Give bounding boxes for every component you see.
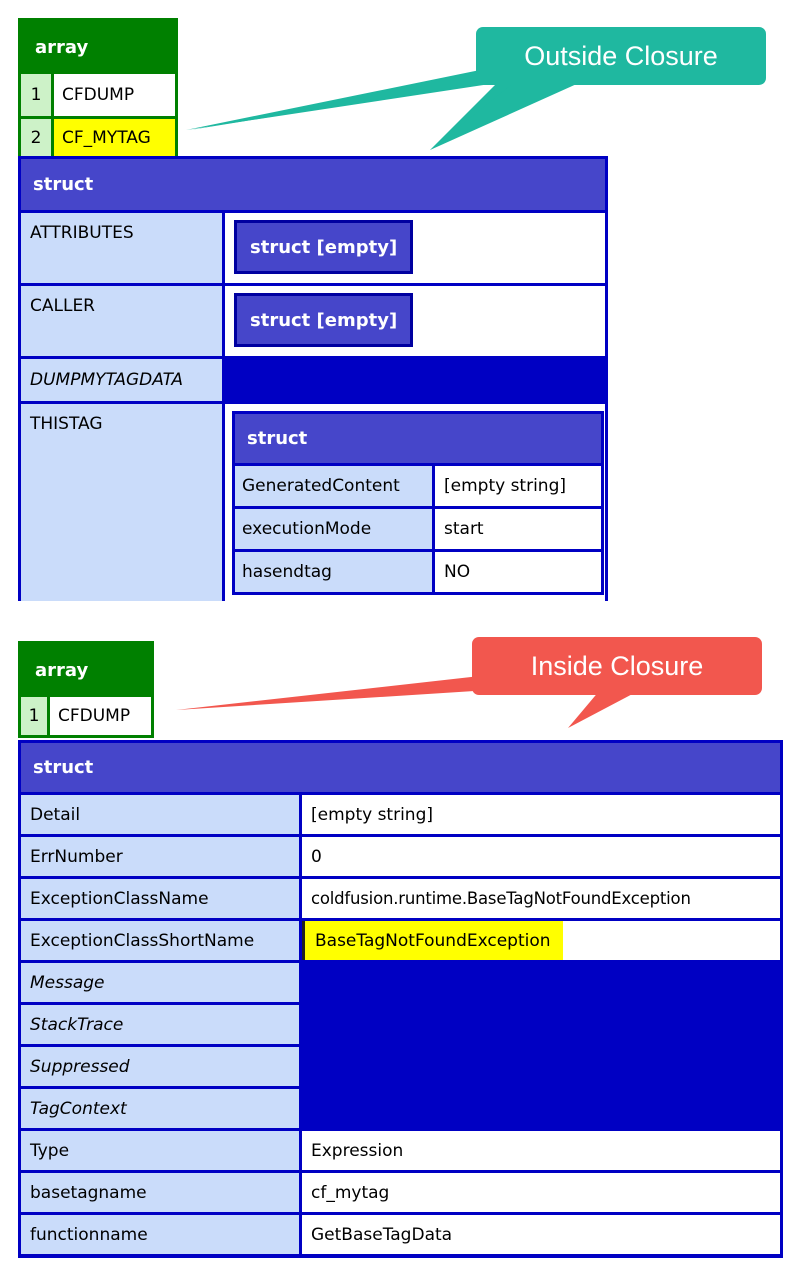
struct-value-undefined — [302, 1047, 780, 1086]
struct-value: 0 — [302, 837, 780, 876]
struct-value-undefined — [302, 963, 780, 1002]
array-index: 2 — [21, 119, 54, 157]
inside-closure-callout: Inside Closure — [472, 637, 762, 695]
struct-row: TagContext — [21, 1086, 780, 1128]
outside-struct-dump: struct ATTRIBUTES struct [empty] CALLER … — [18, 156, 608, 601]
struct-row: executionMode start — [235, 506, 601, 549]
struct-row-thistag: THISTAG struct GeneratedContent [empty s… — [21, 401, 605, 601]
struct-row: Suppressed — [21, 1044, 780, 1086]
struct-value-undefined — [225, 359, 605, 401]
inside-struct-dump: struct Detail [empty string] ErrNumber 0… — [18, 740, 783, 1258]
outside-closure-label: Outside Closure — [524, 40, 718, 71]
struct-row: StackTrace — [21, 1002, 780, 1044]
highlighted-value: BaseTagNotFoundException — [302, 921, 563, 960]
struct-value: [empty string] — [435, 466, 601, 506]
struct-row: ExceptionClassName coldfusion.runtime.Ba… — [21, 876, 780, 918]
struct-row: hasendtag NO — [235, 549, 601, 592]
array-index: 1 — [21, 697, 50, 735]
struct-value: BaseTagNotFoundException — [302, 921, 780, 960]
struct-value: GetBaseTagData — [302, 1215, 780, 1254]
struct-key: ErrNumber — [21, 837, 302, 876]
array-row: 1 CFDUMP — [21, 71, 175, 116]
struct-key: Suppressed — [21, 1047, 302, 1086]
struct-value-undefined — [302, 1005, 780, 1044]
struct-header: struct — [235, 414, 601, 463]
struct-value: start — [435, 509, 601, 549]
struct-header: struct — [21, 159, 605, 210]
struct-row: functionname GetBaseTagData — [21, 1212, 780, 1254]
array-header: array — [35, 37, 89, 58]
struct-row: Message — [21, 960, 780, 1002]
struct-value: [empty string] — [302, 795, 780, 834]
array-row: 2 CF_MYTAG — [21, 116, 175, 157]
struct-key: Type — [21, 1131, 302, 1170]
struct-key: Detail — [21, 795, 302, 834]
struct-key: functionname — [21, 1215, 302, 1254]
struct-row-caller: CALLER struct [empty] — [21, 283, 605, 356]
struct-row: ExceptionClassShortName BaseTagNotFoundE… — [21, 918, 780, 960]
struct-row-dumpmytagdata: DUMPMYTAGDATA — [21, 356, 605, 401]
outside-array-dump: array 1 CFDUMP 2 CF_MYTAG — [18, 18, 178, 157]
struct-key: Message — [21, 963, 302, 1002]
struct-key: TagContext — [21, 1089, 302, 1128]
outside-closure-callout: Outside Closure — [476, 27, 766, 85]
struct-header: struct — [21, 743, 780, 792]
struct-value: struct GeneratedContent [empty string] e… — [225, 404, 605, 601]
struct-row: Type Expression — [21, 1128, 780, 1170]
inside-array-dump: array 1 CFDUMP — [18, 641, 154, 738]
struct-value: struct [empty] — [225, 286, 605, 356]
struct-key: ATTRIBUTES — [21, 213, 225, 283]
array-value-highlighted: CF_MYTAG — [54, 119, 175, 157]
array-row: 1 CFDUMP — [21, 694, 151, 735]
struct-value: NO — [435, 552, 601, 592]
array-value: CFDUMP — [50, 697, 151, 735]
struct-value: struct [empty] — [225, 213, 605, 283]
empty-struct-badge: struct [empty] — [234, 220, 414, 274]
struct-row: basetagname cf_mytag — [21, 1170, 780, 1212]
struct-key: ExceptionClassShortName — [21, 921, 302, 960]
struct-value: coldfusion.runtime.BaseTagNotFoundExcept… — [302, 879, 780, 918]
struct-row: ErrNumber 0 — [21, 834, 780, 876]
struct-key: ExceptionClassName — [21, 879, 302, 918]
struct-row: Detail [empty string] — [21, 792, 780, 834]
array-header: array — [35, 660, 89, 681]
struct-key: hasendtag — [235, 552, 435, 592]
struct-value: cf_mytag — [302, 1173, 780, 1212]
empty-struct-badge: struct [empty] — [234, 293, 414, 347]
struct-key: basetagname — [21, 1173, 302, 1212]
thistag-struct-dump: struct GeneratedContent [empty string] e… — [232, 411, 604, 595]
array-index: 1 — [21, 74, 54, 116]
struct-key: DUMPMYTAGDATA — [21, 359, 225, 401]
struct-key: THISTAG — [21, 404, 225, 601]
struct-key: executionMode — [235, 509, 435, 549]
struct-value: Expression — [302, 1131, 780, 1170]
struct-key: StackTrace — [21, 1005, 302, 1044]
inside-callout-pointer — [176, 676, 640, 728]
struct-row: GeneratedContent [empty string] — [235, 463, 601, 506]
array-value: CFDUMP — [54, 74, 175, 116]
struct-key: CALLER — [21, 286, 225, 356]
struct-row-attributes: ATTRIBUTES struct [empty] — [21, 210, 605, 283]
struct-key: GeneratedContent — [235, 466, 435, 506]
struct-value-undefined — [302, 1089, 780, 1128]
inside-closure-label: Inside Closure — [530, 650, 704, 681]
